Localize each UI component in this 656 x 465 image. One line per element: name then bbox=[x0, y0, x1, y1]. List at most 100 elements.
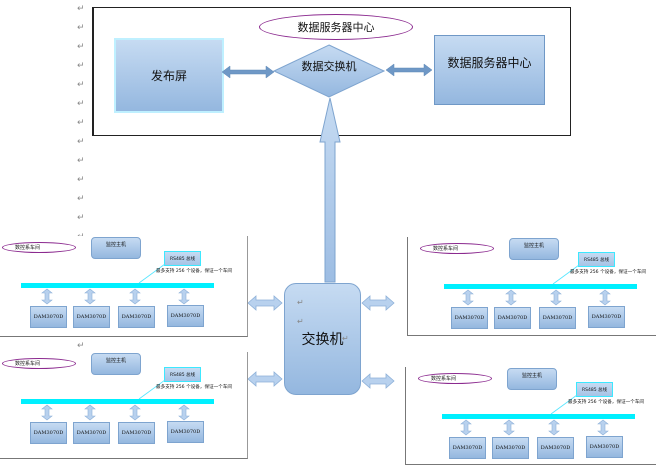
bus-device-double-arrow bbox=[129, 288, 141, 305]
double-arrow-right-bottom bbox=[361, 373, 395, 389]
dam3070d-device[interactable]: DAM3070D bbox=[492, 437, 529, 459]
bus-capacity-note: 最多支持 256 个设备，保证一个车间 bbox=[156, 385, 233, 390]
central-switch-label: 交换机 bbox=[301, 332, 344, 348]
device-label: DAM3070D bbox=[589, 444, 620, 450]
workshop-panel-top-left: 数控系车间 监控主机 RS485 总线 最多支持 256 个设备，保证一个车间 … bbox=[0, 236, 248, 337]
dam3070d-device[interactable]: DAM3070D bbox=[449, 437, 486, 459]
bus-device-double-arrow bbox=[460, 419, 472, 436]
monitor-host-label: 监控主机 bbox=[105, 242, 126, 248]
bus-device-double-arrow bbox=[129, 404, 141, 421]
monitor-host-box[interactable]: 监控主机 bbox=[91, 353, 141, 375]
workshop-name-ellipse: 数控系车间 bbox=[2, 358, 76, 369]
dam3070d-device[interactable]: DAM3070D bbox=[30, 306, 67, 328]
data-switch-diamond[interactable] bbox=[272, 44, 386, 98]
dam3070d-device[interactable]: DAM3070D bbox=[588, 306, 625, 328]
dam3070d-device[interactable]: DAM3070D bbox=[494, 307, 531, 329]
workshop-panel-bottom-left: 数控系车间 监控主机 RS485 总线 最多支持 256 个设备，保证一个车间 … bbox=[0, 352, 248, 459]
bus-device-double-arrow bbox=[84, 288, 96, 305]
rs485-bus-label: RS485 总线 bbox=[169, 256, 195, 262]
dam3070d-device[interactable]: DAM3070D bbox=[30, 422, 67, 444]
rs485-bus-label-box: RS485 总线 bbox=[578, 252, 615, 267]
dam3070d-device[interactable]: DAM3070D bbox=[451, 307, 488, 329]
publish-screen-label: 发布屏 bbox=[150, 69, 187, 83]
rs485-bus-line bbox=[21, 283, 214, 288]
bus-callout-line bbox=[138, 379, 166, 400]
paragraph-mark: ↵ bbox=[297, 298, 304, 307]
workshop-panel-bottom-right: 数控系车间 监控主机 RS485 总线 最多支持 256 个设备，保证一个车间 … bbox=[405, 367, 656, 465]
monitor-host-label: 监控主机 bbox=[105, 358, 126, 364]
workshop-panel-top-right: 数控系车间 监控主机 RS485 总线 最多支持 256 个设备，保证一个车间 … bbox=[407, 237, 656, 336]
workshop-name-ellipse: 数控系车间 bbox=[418, 373, 492, 384]
double-arrow-left-bottom bbox=[247, 371, 283, 387]
dam3070d-device[interactable]: DAM3070D bbox=[118, 422, 155, 444]
device-label: DAM3070D bbox=[540, 445, 571, 451]
monitor-host-label: 监控主机 bbox=[521, 373, 542, 379]
bus-device-double-arrow bbox=[462, 289, 474, 306]
workshop-name: 数控系车间 bbox=[433, 246, 459, 252]
data-server-center-box[interactable]: 数据服务器中心 bbox=[434, 35, 545, 105]
bus-device-double-arrow bbox=[84, 404, 96, 421]
double-arrow-publish-switch bbox=[221, 65, 275, 79]
publish-screen-box[interactable]: 发布屏 bbox=[114, 38, 224, 113]
paragraph-mark: ↵ bbox=[77, 213, 85, 223]
dam3070d-device[interactable]: DAM3070D bbox=[118, 306, 155, 328]
dam3070d-device[interactable]: DAM3070D bbox=[167, 305, 204, 327]
paragraph-mark: ↵ bbox=[77, 118, 85, 128]
paragraph-mark: ↵ bbox=[77, 61, 85, 71]
device-label: DAM3070D bbox=[33, 430, 64, 436]
workshop-name-ellipse: 数控系车间 bbox=[2, 242, 76, 253]
bus-callout-line bbox=[550, 394, 578, 415]
double-arrow-left-top bbox=[247, 295, 283, 311]
paragraph-mark: ↵ bbox=[77, 42, 85, 52]
rs485-bus-label-box: RS485 总线 bbox=[164, 367, 201, 382]
paragraph-mark: ↵ bbox=[77, 23, 85, 33]
data-server-center-label: 数据服务器中心 bbox=[447, 56, 532, 70]
data-center-title: 数据服务器中心 bbox=[297, 21, 375, 34]
monitor-host-box[interactable]: 监控主机 bbox=[507, 368, 557, 390]
monitor-host-box[interactable]: 监控主机 bbox=[509, 238, 559, 260]
workshop-name: 数控系车间 bbox=[15, 245, 41, 251]
dam3070d-device[interactable]: DAM3070D bbox=[586, 436, 623, 458]
double-arrow-switch-server bbox=[385, 63, 433, 77]
paragraph-mark: ↵ bbox=[77, 156, 85, 166]
bus-capacity-note: 最多支持 256 个设备，保证一个车间 bbox=[570, 270, 647, 275]
workshop-name-ellipse: 数控系车间 bbox=[420, 243, 494, 254]
bus-callout-line bbox=[138, 263, 166, 284]
device-label: DAM3070D bbox=[121, 430, 152, 436]
dam3070d-device[interactable]: DAM3070D bbox=[167, 421, 204, 443]
paragraph-mark: ↵ bbox=[77, 341, 85, 351]
device-label: DAM3070D bbox=[170, 429, 201, 435]
central-switch-box[interactable]: 交换机 bbox=[284, 283, 361, 395]
monitor-host-box[interactable]: 监控主机 bbox=[91, 237, 141, 259]
bus-device-double-arrow bbox=[599, 289, 611, 306]
rs485-bus-label-box: RS485 总线 bbox=[164, 251, 201, 266]
bus-device-double-arrow bbox=[505, 289, 517, 306]
up-arrow-switch-to-data-switch bbox=[319, 97, 341, 283]
rs485-bus-line bbox=[444, 284, 637, 289]
paragraph-mark: ↵ bbox=[77, 80, 85, 90]
bus-device-double-arrow bbox=[41, 288, 53, 305]
dam3070d-device[interactable]: DAM3070D bbox=[537, 437, 574, 459]
bus-device-double-arrow bbox=[597, 419, 609, 436]
device-label: DAM3070D bbox=[121, 314, 152, 320]
device-label: DAM3070D bbox=[76, 314, 107, 320]
workshop-name: 数控系车间 bbox=[15, 361, 41, 367]
monitor-host-label: 监控主机 bbox=[523, 243, 544, 249]
device-label: DAM3070D bbox=[170, 313, 201, 319]
device-label: DAM3070D bbox=[76, 430, 107, 436]
bus-device-double-arrow bbox=[178, 288, 190, 305]
dam3070d-device[interactable]: DAM3070D bbox=[73, 306, 110, 328]
rs485-bus-line bbox=[442, 414, 635, 419]
data-center-title-ellipse: 数据服务器中心 bbox=[259, 14, 413, 40]
bus-capacity-note: 最多支持 256 个设备，保证一个车间 bbox=[568, 400, 645, 405]
bus-device-double-arrow bbox=[503, 419, 515, 436]
device-label: DAM3070D bbox=[33, 314, 64, 320]
dam3070d-device[interactable]: DAM3070D bbox=[539, 307, 576, 329]
dam3070d-device[interactable]: DAM3070D bbox=[73, 422, 110, 444]
paragraph-mark: ↵ bbox=[77, 194, 85, 204]
rs485-bus-label: RS485 总线 bbox=[169, 372, 195, 378]
device-label: DAM3070D bbox=[452, 445, 483, 451]
rs485-bus-label: RS485 总线 bbox=[583, 257, 609, 263]
paragraph-mark: ↵ bbox=[77, 99, 85, 109]
workshop-name: 数控系车间 bbox=[431, 376, 457, 382]
